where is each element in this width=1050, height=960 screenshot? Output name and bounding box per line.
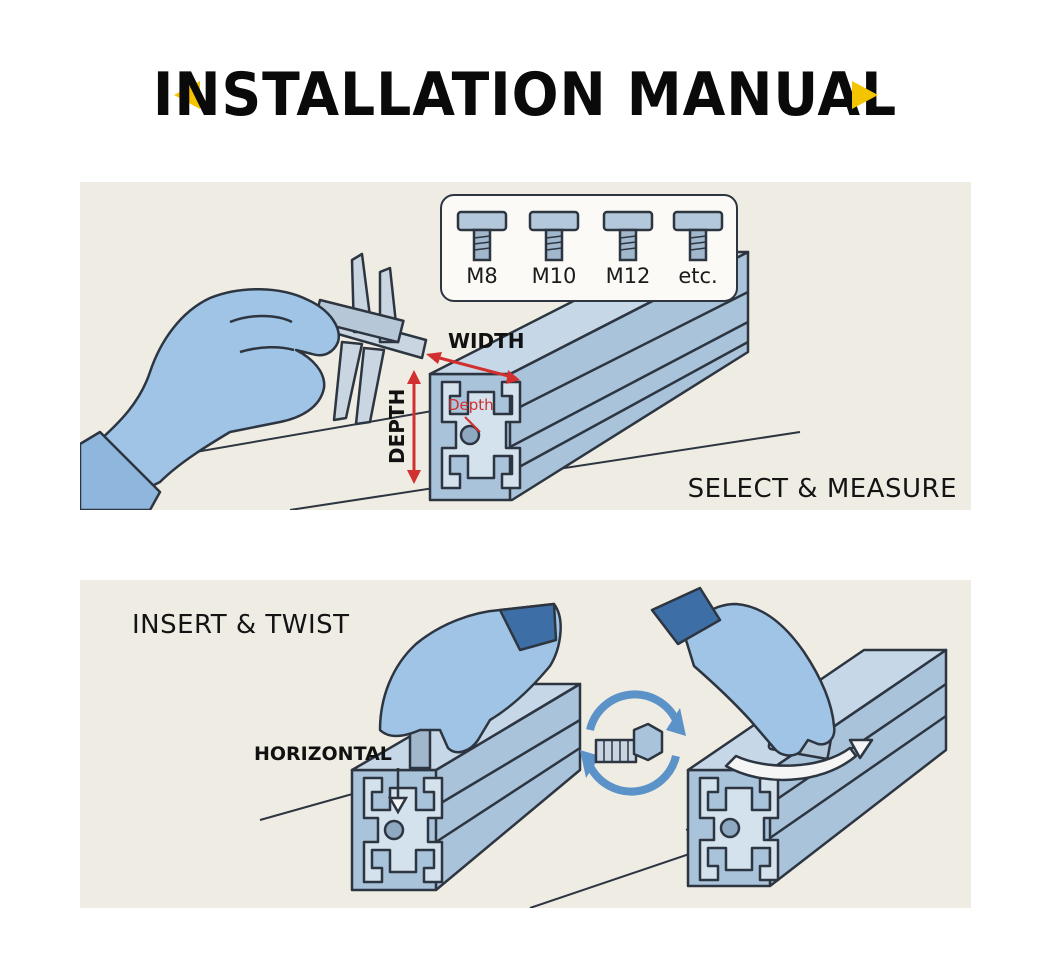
- glove-hand-icon: [650, 586, 836, 757]
- bolt-option-m12: M12: [598, 204, 658, 296]
- depth-label: DEPTH: [385, 389, 409, 464]
- step1-caption: SELECT & MEASURE: [687, 474, 957, 504]
- page-title: INSTALLATION MANUAL: [152, 60, 898, 130]
- glove-hand-icon: [80, 288, 341, 510]
- insert-arrow-icon: [387, 768, 409, 815]
- depth-arrow-icon: [407, 370, 421, 484]
- bolt-size-label: M8: [466, 264, 498, 288]
- width-arrow-icon: [426, 352, 520, 384]
- twist-arrow-icon: [724, 738, 874, 782]
- t-bolt-icon: [602, 210, 654, 262]
- caliper-icon: [308, 252, 428, 426]
- horizontal-label: HORIZONTAL: [254, 743, 392, 765]
- step2-caption: INSERT & TWIST: [132, 610, 350, 640]
- width-label: WIDTH: [448, 329, 524, 353]
- title-row: INSTALLATION MANUAL: [0, 52, 1050, 142]
- step1-panel: Depth WIDTH DEPTH: [80, 182, 971, 510]
- hex-bolt-icon: [594, 722, 664, 764]
- arrow-right-icon: [852, 81, 878, 109]
- bolt-size-label: M10: [531, 264, 577, 288]
- bolt-size-box: M8 M10 M12: [440, 194, 738, 302]
- step2-illustration: HORIZONTAL: [254, 586, 948, 908]
- t-bolt-icon: [672, 210, 724, 262]
- depth-small-label: Depth: [448, 396, 494, 414]
- glove-hand-icon: [378, 602, 562, 754]
- t-bolt-icon: [528, 210, 580, 262]
- step2-panel: HORIZONTAL: [80, 580, 971, 908]
- t-bolt-icon: [456, 210, 508, 262]
- bolt-size-label: etc.: [678, 264, 718, 288]
- arrow-left-icon: [174, 81, 200, 109]
- bolt-option-m10: M10: [524, 204, 584, 296]
- bolt-option-m8: M8: [452, 204, 512, 296]
- bolt-size-label: M12: [605, 264, 651, 288]
- rotate-arrows-icon: [580, 690, 686, 796]
- bolt-option-etc: etc.: [668, 204, 728, 296]
